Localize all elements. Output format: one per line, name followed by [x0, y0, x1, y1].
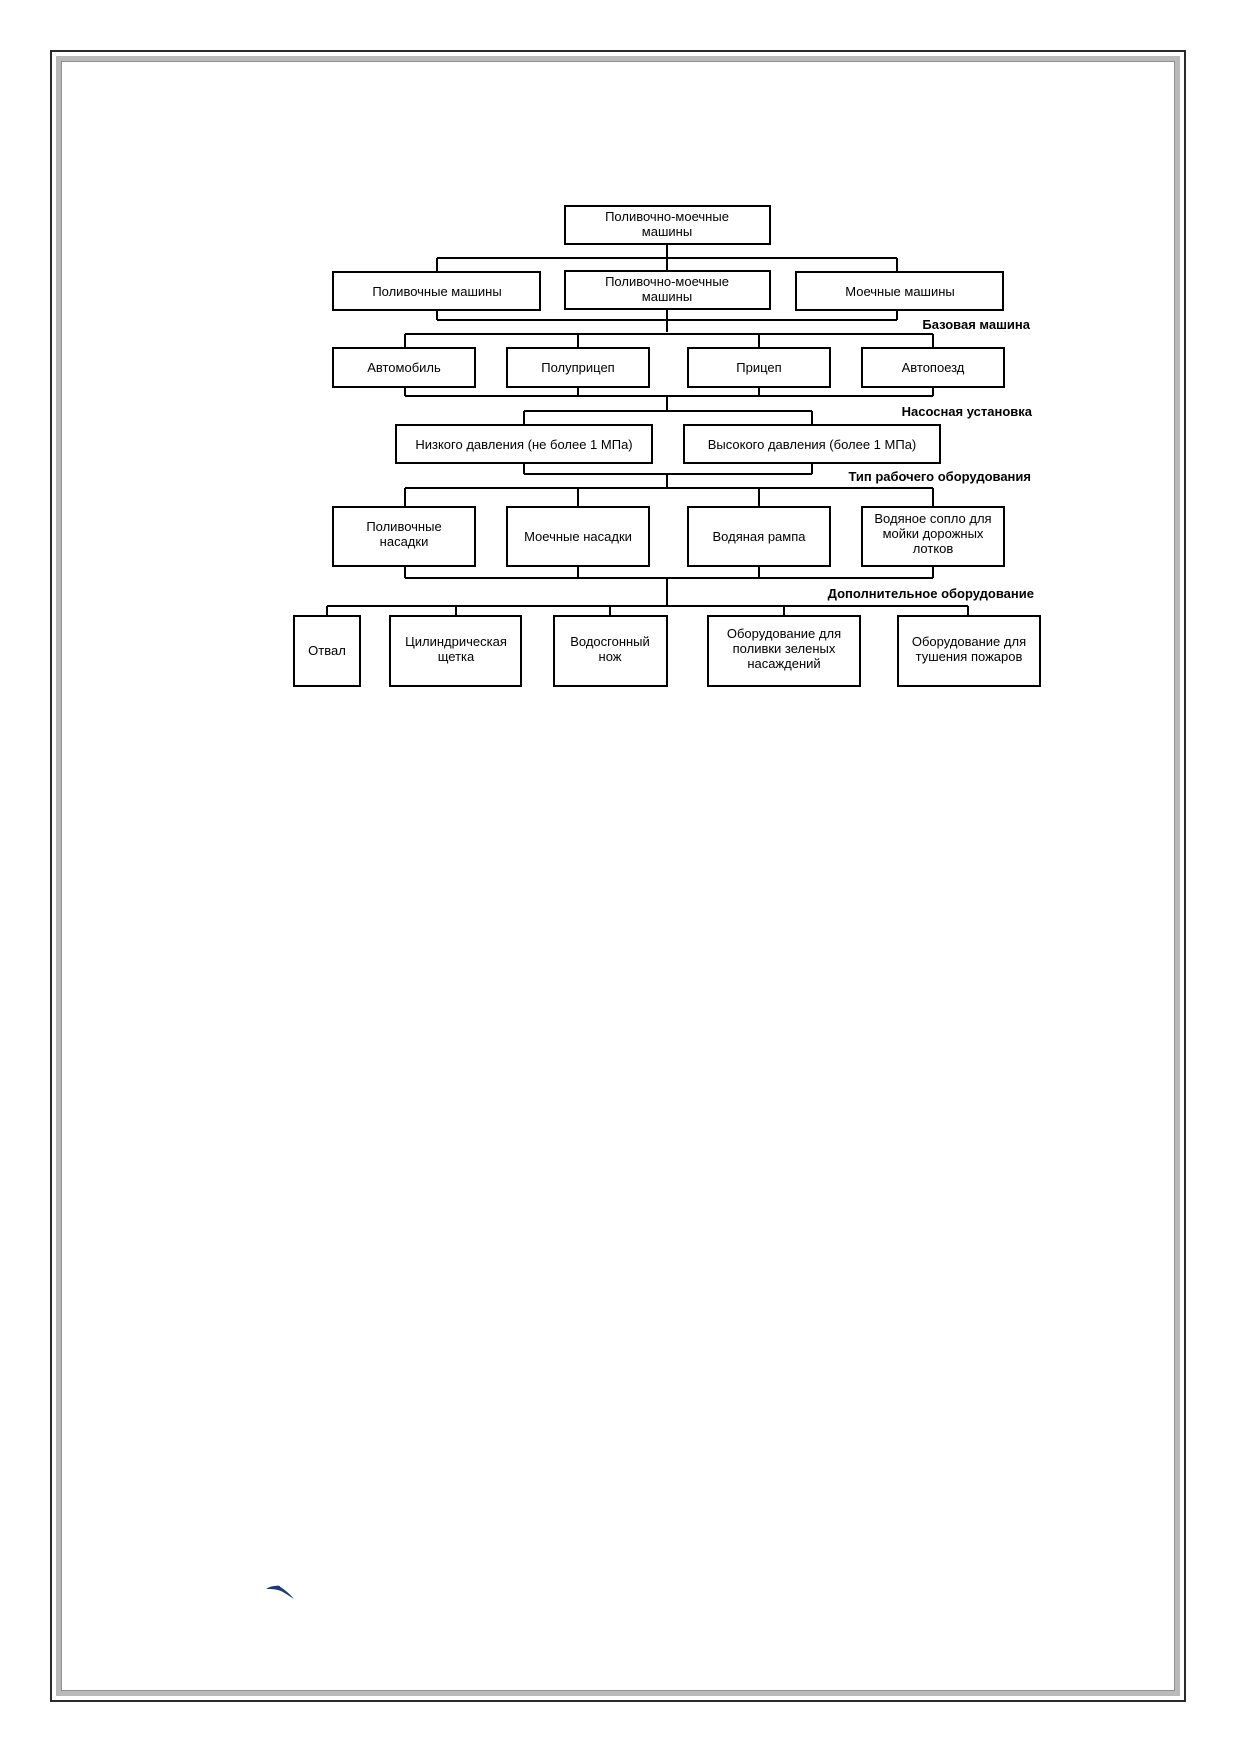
node-label-line: Поливочные машины	[372, 284, 501, 299]
node-label-line: Оборудование для	[727, 626, 841, 641]
node-label-line: Водосгонный	[570, 634, 650, 649]
node-label-line: поливки зеленых	[733, 641, 836, 656]
node-label-line: Низкого давления (не более 1 МПа)	[415, 437, 632, 452]
base-type-node: Прицеп	[687, 347, 831, 388]
node-label-line: Автопоезд	[902, 360, 965, 375]
pump-type-node: Низкого давления (не более 1 МПа)	[395, 424, 653, 464]
page-border-outer	[50, 50, 1186, 1702]
node-label-line: Оборудование для	[912, 634, 1026, 649]
node-label-line: Высокого давления (более 1 МПа)	[708, 437, 917, 452]
additional-type-node: Отвал	[293, 615, 361, 687]
caption-pump-unit: Насосная установка	[902, 404, 1033, 419]
node-label-line: Моечные насадки	[524, 529, 632, 544]
level1-node-label: Моечные машины	[845, 284, 955, 299]
node-label-line: насадки	[380, 534, 429, 549]
bird-logo-icon	[266, 1585, 294, 1599]
base-type-node: Автомобиль	[332, 347, 476, 388]
equipment-type-node: Моечные насадки	[506, 506, 650, 567]
page-border-inner-line	[61, 61, 1175, 1691]
node-label-line: Водяная рампа	[713, 529, 807, 544]
level1-node: Поливочные машины	[332, 271, 541, 311]
node-label-line: Поливочно-моечные	[605, 274, 729, 289]
node-label-line: Прицеп	[736, 360, 781, 375]
node-label-line: машины	[642, 224, 692, 239]
equipment-type-label: Водяная рампа	[713, 529, 807, 544]
caption-base-machine: Базовая машина	[922, 317, 1030, 332]
base-type-label: Автопоезд	[902, 360, 965, 375]
node-label-line: Поливочно-моечные	[605, 209, 729, 224]
equipment-type-node: Водяная рампа	[687, 506, 831, 567]
base-type-label: Полуприцеп	[541, 360, 614, 375]
caption-equipment-type: Тип рабочего оборудования	[848, 469, 1031, 484]
pump-type-node: Высокого давления (более 1 МПа)	[683, 424, 941, 464]
base-type-node: Полуприцеп	[506, 347, 650, 388]
base-type-label: Прицеп	[736, 360, 781, 375]
node-label-line: Цилиндрическая	[405, 634, 507, 649]
node-label-line: щетка	[438, 649, 475, 664]
pump-type-label: Низкого давления (не более 1 МПа)	[415, 437, 632, 452]
node-label-line: Поливочные	[366, 519, 441, 534]
node-label-line: тушения пожаров	[916, 649, 1023, 664]
node-label-line: лотков	[913, 541, 954, 556]
equipment-type-label: Моечные насадки	[524, 529, 632, 544]
level1-node: Моечные машины	[795, 271, 1004, 311]
pump-type-label: Высокого давления (более 1 МПа)	[708, 437, 917, 452]
additional-type-label: Отвал	[308, 643, 346, 658]
node-label-line: Отвал	[308, 643, 346, 658]
node-label-line: насаждений	[747, 656, 820, 671]
node-label-line: Моечные машины	[845, 284, 955, 299]
node-label-line: Автомобиль	[367, 360, 441, 375]
node-label-line: машины	[642, 289, 692, 304]
node-label-line: Водяное сопло для	[874, 511, 991, 526]
page-border-inner	[56, 56, 1180, 1696]
base-type-label: Автомобиль	[367, 360, 441, 375]
base-type-node: Автопоезд	[861, 347, 1005, 388]
level1-node-label: Поливочные машины	[372, 284, 501, 299]
node-label-line: мойки дорожных	[883, 526, 984, 541]
caption-additional-equipment: Дополнительное оборудование	[828, 586, 1034, 601]
connector-lines	[326, 244, 969, 616]
node-label-line: Полуприцеп	[541, 360, 614, 375]
node-label-line: нож	[599, 649, 622, 664]
